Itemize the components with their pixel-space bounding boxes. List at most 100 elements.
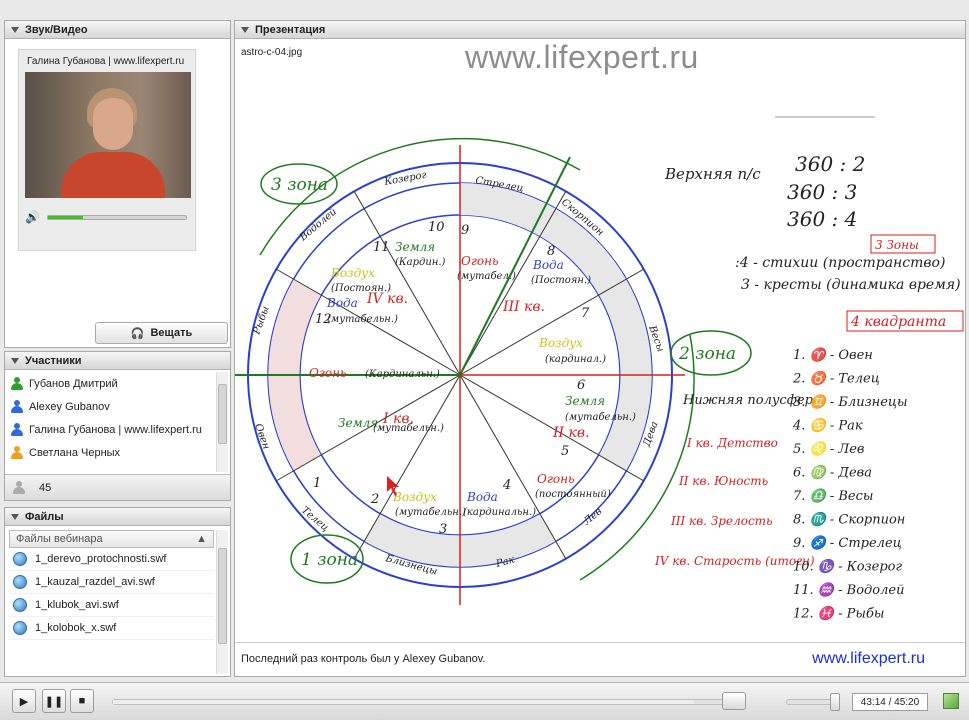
sign-list-item: 8. ♏ - Скорпион [793,512,905,528]
wheel-sector-7-cross: (кардинал.) [545,354,606,365]
presentation-title: Презентация [255,23,326,36]
participant-item[interactable]: Галина Губанова | www.lifexpert.ru [7,418,215,441]
participant-name: Alexey Gubanov [29,400,110,413]
file-item[interactable]: 1_kauzal_razdel_avi.swf [9,571,214,594]
sign-list-item: 4. ♋ - Рак [792,418,863,434]
seek-fill [113,700,695,704]
sort-arrow-icon[interactable]: ▲ [196,533,207,545]
pause-button[interactable]: ❚❚ [42,689,66,713]
user-icon [11,377,23,390]
wheel-num-12: 12 [315,312,332,327]
file-item[interactable]: 1_derevo_protochnosti.swf [9,548,214,571]
presenter-video [25,72,191,198]
wheel-sector-2-element: Земля [338,416,378,430]
participants-count: 45 [39,481,52,494]
file-name: 1_derevo_protochnosti.swf [35,553,167,565]
sign-list-item: 3. ♊ - Близнецы [793,394,908,410]
speaker-icon[interactable]: 🔊 [25,210,40,224]
wheel-num-5: 5 [561,444,569,459]
ring-sign-aries: Овен [252,422,271,451]
user-icon [11,400,23,413]
participants-header[interactable]: Участники [5,352,230,370]
presentation-header[interactable]: Презентация [235,21,965,39]
status-message: Последний раз контроль был у Alexey Guba… [241,653,486,665]
zone-1-label: 1 зона [301,550,358,570]
resize-icon[interactable] [943,693,959,709]
seek-thumb[interactable] [722,692,746,710]
collapse-icon[interactable] [11,357,19,364]
wheel-sector-3-element: Воздух [392,490,437,504]
collapse-icon[interactable] [11,26,19,33]
wheel-num-2: 2 [370,492,379,507]
wheel-sector-1-element: Огонь [309,366,347,380]
pointer-icon [387,476,399,496]
swf-file-icon [13,621,27,635]
footer-site-link[interactable]: www.lifexpert.ru [812,650,925,667]
collapse-icon[interactable] [11,513,19,520]
participants-count-icon [13,481,25,494]
participants-count-bar: 45 [5,474,230,500]
seek-bar[interactable] [112,699,724,705]
slide-image: Вода (мутабельн.) Огонь (Кардинальн.) Зе… [235,116,964,622]
wheel-sector-9-cross: (мутабел.) [457,271,516,282]
wheel-sector-6-element: Земля [565,394,605,408]
files-list: 1_derevo_protochnosti.swf 1_kauzal_razdel… [9,548,214,674]
participant-name: Светлана Черных [29,446,121,459]
ratio-line-2: 360 : 3 [787,180,857,204]
wheel-sector-7-element: Воздух [538,336,583,350]
wheel-sector-12-element: Вода [326,296,358,310]
presenter-video-box: Галина Губанова | www.lifexpert.ru 🔊 [18,49,196,251]
broadcast-button[interactable]: 🎧 Вещать [95,322,228,344]
file-item[interactable]: 1_klubok_avi.swf [9,594,214,617]
zodiac-wheel [235,137,695,605]
presenter-name: Галина Губанова | www.lifexpert.ru [27,56,185,67]
wheel-sector-1-cross: (Кардинальн.) [365,369,440,380]
participant-item[interactable]: Alexey Gubanov [7,395,215,418]
stop-button[interactable]: ■ [70,689,94,713]
volume-slider[interactable] [47,215,187,220]
wheel-quarter-4: IV кв. [366,291,408,307]
wheel-num-10: 10 [428,220,445,235]
files-header[interactable]: Файлы [5,508,230,526]
wheel-sector-4-element: Вода [466,490,498,504]
play-button[interactable]: ▶ [12,689,36,713]
sign-list-item: 10. ♑ - Козерог [793,559,902,575]
wheel-sector-11-element: Воздух [330,266,375,280]
quarter-list-4: IV кв. Старость (итоги) [654,554,815,568]
wheel-quarter-1: I кв. [382,411,414,427]
participant-item[interactable]: Светлана Черных [7,441,215,464]
wheel-num-8: 8 [547,244,555,259]
sign-list-item: 11. ♒ - Водолей [793,582,904,598]
participant-item[interactable]: Губанов Дмитрий [7,372,215,395]
av-panel-header[interactable]: Звук/Видео [5,21,230,39]
sign-list-item: 6. ♍ - Дева [793,465,872,481]
sign-list-item: 9. ♐ - Стрелец [793,535,902,551]
file-item[interactable]: 1_kolobok_x.swf [9,617,214,640]
wheel-sector-6-cross: (мутабельн.) [565,412,636,423]
file-name: 1_klubok_avi.swf [35,599,119,611]
wheel-sector-8-cross: (Постоян.) [531,275,591,286]
volume-fill [48,216,83,219]
av-panel-title: Звук/Видео [25,23,88,36]
ring-sign-capricorn: Козерог [383,170,428,188]
zone-2-label: 2 зона [678,344,736,364]
crosses-line: 3 - кресты (динамика время) [741,277,961,293]
files-column-header[interactable]: Файлы вебинара ▲ [9,530,214,548]
wheel-num-9: 9 [461,223,469,238]
wheel-sector-2-cross: (мутабельн.) [373,423,444,434]
collapse-icon[interactable] [241,26,249,33]
wheel-sector-8-element: Вода [532,258,564,272]
files-title: Файлы [25,510,64,523]
file-name: 1_kauzal_razdel_avi.swf [35,576,155,588]
wheel-sector-5-element: Огонь [537,472,575,486]
timecode: 43:14 / 45:20 [852,693,928,711]
volume-thumb[interactable] [830,693,840,711]
files-scrollbar[interactable] [216,530,228,674]
sign-list-item: 2. ♉ - Телец [792,371,880,387]
swf-file-icon [13,552,27,566]
ring-sign-aquarius: Водолей [297,206,339,244]
zone-3-label: 3 зона [271,175,328,195]
participants-scrollbar[interactable] [216,372,228,472]
